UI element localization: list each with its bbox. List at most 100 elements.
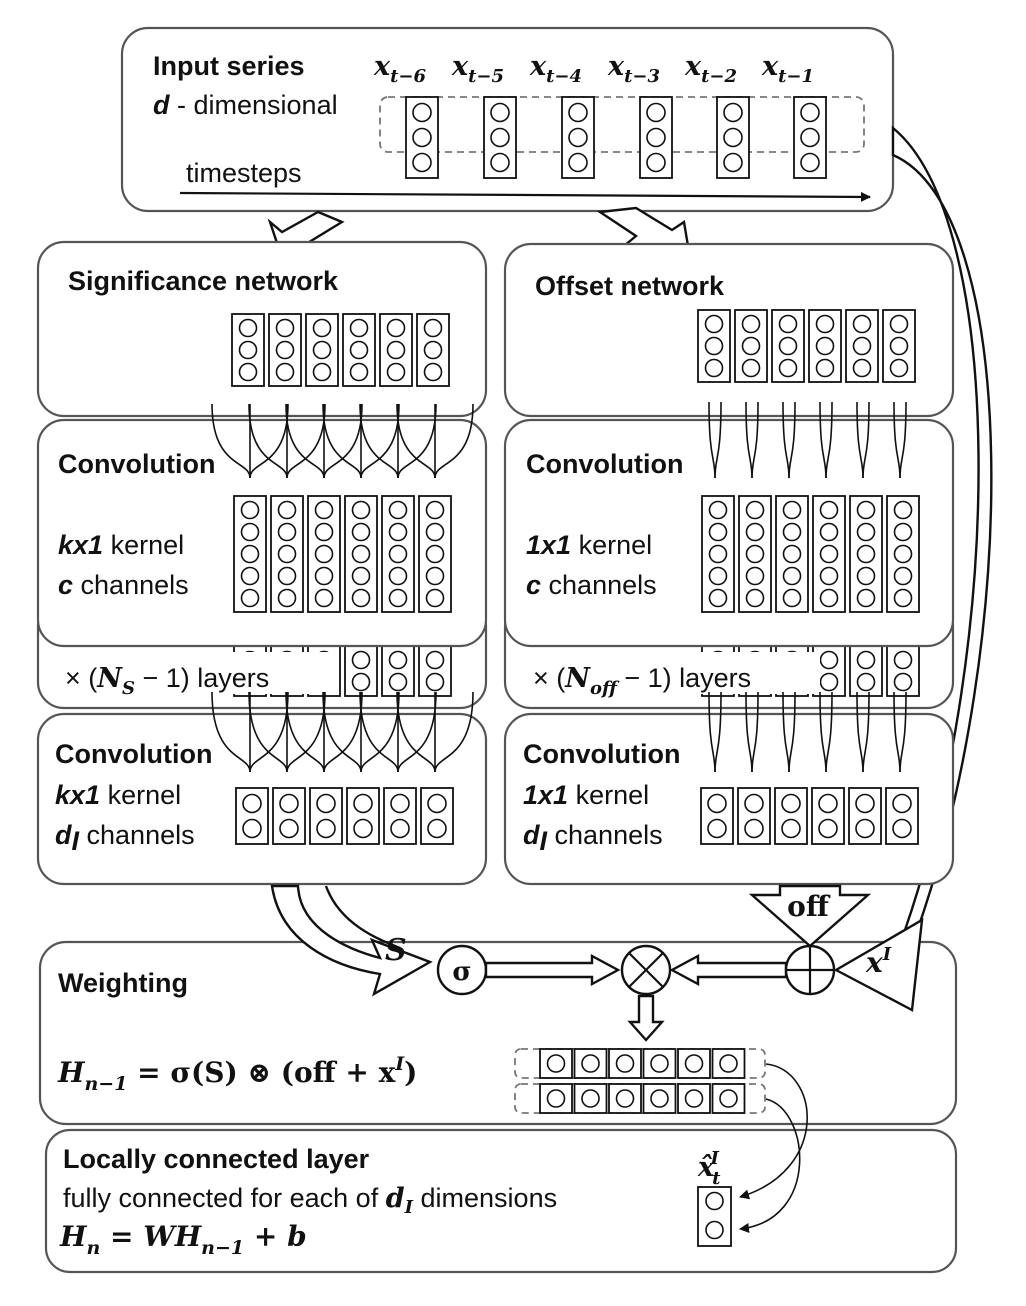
neuron-circle — [745, 500, 765, 520]
neuron-circle — [312, 362, 332, 382]
neuron-circle — [893, 588, 913, 608]
neuron-circle — [314, 566, 334, 586]
kernel-connection — [862, 401, 870, 479]
neuron-circle — [546, 1089, 566, 1108]
offset-conv2-cells — [700, 787, 919, 845]
offset-title: Offset network — [535, 271, 725, 301]
input-series-title: Input series — [153, 51, 305, 81]
timestep-label: xt−3 — [607, 51, 660, 87]
kernel-connection — [211, 403, 251, 479]
neuron-circle — [781, 818, 801, 839]
neuron-circle — [893, 522, 913, 542]
timestep-label: xt−6 — [373, 51, 427, 87]
neuron-circle — [889, 314, 909, 334]
neuron-circle — [819, 500, 839, 520]
local-layer-description: fully connected for each of dI dimension… — [63, 1183, 557, 1218]
neuron-circle — [745, 566, 765, 586]
timesteps-arrow — [179, 191, 871, 202]
neuron-circle — [800, 152, 820, 173]
neuron-circle — [646, 102, 666, 123]
neuron-circle — [856, 566, 876, 586]
weighted-row-2-group — [514, 1083, 766, 1114]
add-to-multiply-arrow — [669, 953, 788, 987]
neuron-circle — [856, 500, 876, 520]
offset-conv1-title: Convolution — [526, 449, 683, 479]
significance-conv2-kernel: kx1 kernel — [55, 780, 181, 810]
neuron-circle — [386, 362, 406, 382]
neuron-circle — [745, 588, 765, 608]
neuron-circle — [704, 358, 724, 378]
kernel-connection — [285, 403, 325, 479]
neuron-circle — [388, 588, 408, 608]
offset-input-cells — [697, 309, 916, 383]
significance-network: Significance network × (NS − 1) layers C… — [36, 240, 488, 886]
neuron-circle — [351, 544, 371, 564]
timestep-label: xt−2 — [684, 51, 737, 87]
kernel-connection — [714, 691, 722, 773]
weighted-cell — [608, 1048, 642, 1079]
neuron-circle — [242, 818, 262, 839]
input-dashed-group — [379, 96, 865, 153]
neuron-circle — [423, 318, 443, 338]
local-layer-formula: Hn = WHn−1 + b — [59, 1220, 307, 1259]
significance-repeat-label: × (NS − 1) layers — [65, 663, 269, 699]
output-circle — [705, 1191, 724, 1211]
neuron-circle — [388, 522, 408, 542]
neuron-circle — [819, 522, 839, 542]
neuron-circle — [349, 318, 369, 338]
kernel-connection — [211, 691, 251, 773]
neuron-circle — [425, 588, 445, 608]
kernel-connection — [714, 401, 722, 479]
offset-conv2-kernel: 1x1 kernel — [523, 780, 649, 810]
neuron-circle — [425, 500, 445, 520]
neuron-circle — [349, 340, 369, 360]
weighted-cell — [711, 1083, 746, 1114]
kernel-connection — [322, 691, 362, 773]
neuron-circle — [707, 818, 727, 839]
neuron-circle — [312, 318, 332, 338]
connection-curve-1 — [739, 1063, 808, 1200]
neuron-circle — [744, 818, 764, 839]
neuron-circle — [277, 522, 297, 542]
skip-connection-head — [833, 917, 924, 1012]
neuron-circle — [646, 152, 666, 173]
neuron-circle — [782, 544, 802, 564]
neuron-circle — [723, 127, 743, 148]
neuron-circle — [819, 650, 839, 670]
kernel-connection — [248, 691, 288, 773]
neuron-circle — [615, 1054, 635, 1073]
neuron-circle — [892, 793, 912, 814]
offset-conv2-title: Convolution — [523, 739, 680, 769]
neuron-circle — [568, 102, 588, 123]
neuron-circle — [719, 1089, 738, 1108]
neuron-circle — [277, 500, 297, 520]
neuron-circle — [856, 522, 876, 542]
neuron-circle — [238, 340, 258, 360]
neuron-circle — [708, 522, 728, 542]
weighting-formula: Hn−1 = σ(S) ⊗ (off + xI) — [57, 1053, 417, 1095]
neuron-circle — [388, 544, 408, 564]
offset-conv1-cells — [701, 495, 920, 613]
neuron-circle — [782, 500, 802, 520]
neuron-circle — [425, 566, 445, 586]
neuron-circle — [708, 544, 728, 564]
kernel-connection — [899, 691, 907, 773]
kernel-connection — [825, 691, 833, 773]
neuron-circle — [852, 358, 872, 378]
neuron-circle — [855, 793, 875, 814]
multiply-output-arrow — [627, 994, 665, 1042]
neuron-circle — [353, 818, 373, 839]
kernel-connection — [248, 403, 288, 479]
neuron-circle — [815, 314, 835, 334]
neuron-circle — [238, 318, 258, 338]
neuron-circle — [800, 127, 820, 148]
neuron-circle — [351, 500, 371, 520]
neuron-circle — [490, 152, 510, 173]
neuron-circle — [412, 127, 432, 148]
neuron-circle — [316, 818, 336, 839]
offset-output-arrow — [748, 884, 872, 948]
kernel-connection — [322, 403, 362, 479]
neuron-circle — [316, 793, 336, 814]
neuron-circle — [490, 102, 510, 123]
significance-conv1-cells — [233, 495, 452, 613]
